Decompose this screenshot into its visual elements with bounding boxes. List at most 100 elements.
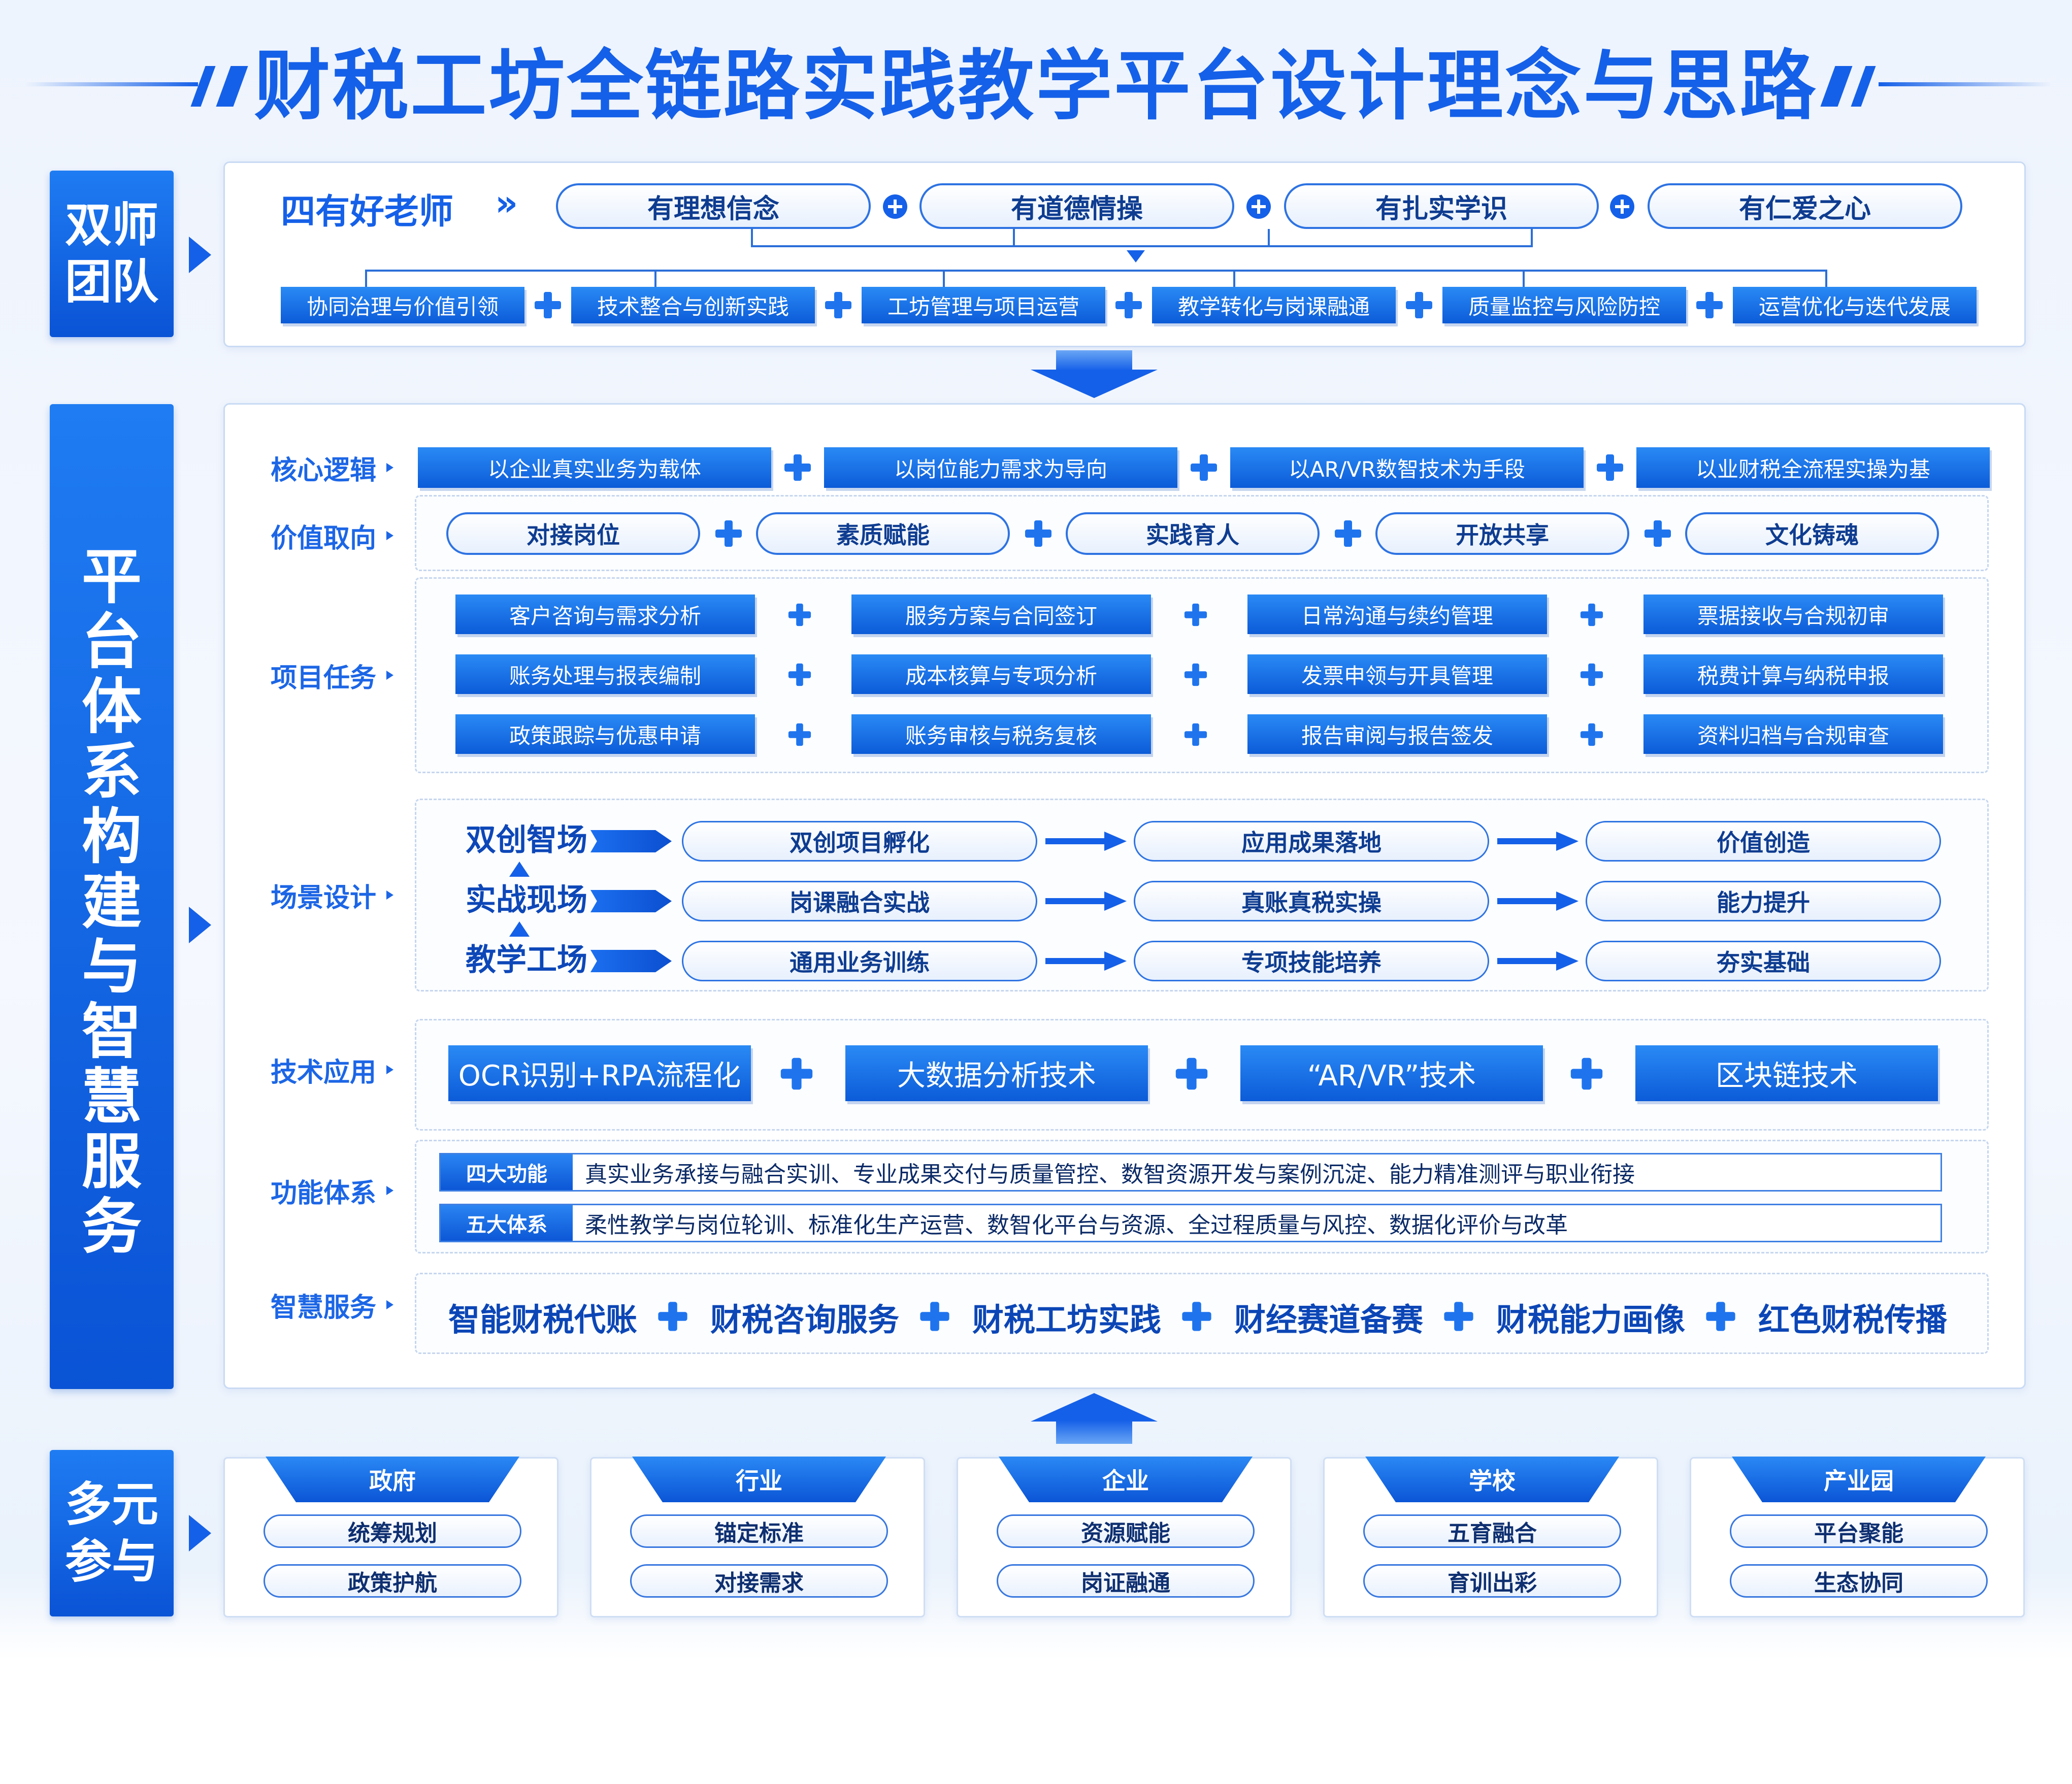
scene-step-pill: 通用业务训练 [682, 941, 1037, 981]
stakeholder-header: 企业 [999, 1457, 1253, 1502]
scene-step-pill: 专项技能培养 [1134, 941, 1489, 981]
smart-service-item: 财税咨询服务 [710, 1301, 900, 1338]
connector-line [1268, 229, 1270, 246]
side-char: 建 [81, 867, 142, 937]
stakeholder-card: 企业资源赋能岗证融通 [957, 1457, 1292, 1617]
connector-line [654, 270, 656, 288]
side-label-line2: 参与 [64, 1534, 158, 1589]
scene-step-pill: 应用成果落地 [1134, 821, 1489, 862]
plus-icon [1115, 292, 1142, 318]
core-logic-label-text: 核心逻辑 [271, 455, 377, 486]
plus-icon [784, 454, 811, 481]
scenes-label: 场景设计 [271, 799, 394, 992]
connector-line [1825, 270, 1827, 288]
arrow-right-icon [189, 907, 211, 943]
plus-icon [1184, 603, 1207, 626]
scene-step-pill: 能力提升 [1586, 881, 1941, 921]
side-char: 慧 [81, 1062, 142, 1132]
label-arrow-icon [386, 890, 394, 900]
scenes-label-text: 场景设计 [271, 882, 377, 913]
stakeholder-card: 学校五育融合育训出彩 [1323, 1457, 1658, 1617]
plus-icon [1335, 520, 1361, 547]
plus-icon [1175, 1058, 1208, 1090]
plus-icon [1406, 292, 1432, 318]
up-arrow-icon [509, 862, 530, 877]
stakeholder-item: 政策护航 [264, 1564, 521, 1598]
big-up-arrow-icon [1031, 1393, 1158, 1449]
big-down-arrow-icon [1031, 350, 1158, 401]
plus-icon [1444, 1302, 1473, 1331]
label-arrow-icon [386, 463, 394, 472]
stakeholder-header: 学校 [1365, 1457, 1619, 1502]
task-box: 税费计算与纳税申报 [1643, 654, 1943, 694]
four-good-teacher-heading: 四有好老师 [281, 192, 454, 232]
stakeholder-item: 五育融合 [1363, 1514, 1621, 1548]
scene-name: 双创智场 [466, 822, 587, 858]
core-logic-box: 以AR/VR数智技术为手段 [1230, 447, 1584, 488]
side-label-dual-teacher: 双师 团队 [50, 171, 174, 337]
task-box: 账务处理与报表编制 [455, 654, 755, 694]
competency-box: 教学转化与岗课融通 [1152, 287, 1396, 323]
quality-pill: 有扎实学识 [1284, 183, 1599, 229]
plus-icon [1184, 723, 1207, 746]
stakeholder-item: 统筹规划 [264, 1514, 521, 1548]
side-char: 务 [81, 1192, 142, 1262]
plus-icon [1706, 1302, 1735, 1331]
flow-arrow-icon [1045, 891, 1127, 911]
smart-service-item: 财税能力画像 [1496, 1301, 1686, 1338]
dual-teacher-panel: 四有好老师 » 有理想信念 有道德情操 有扎实学识 有仁爱之心 协同治理与价值引… [223, 161, 2026, 347]
func-row: 五大体系 柔性教学与岗位轮训、标准化生产运营、数智化平台与资源、全过程质量与风控… [439, 1204, 1942, 1242]
value-pill: 文化铸魂 [1685, 512, 1939, 555]
label-arrow-icon [386, 531, 394, 540]
plus-icon [1570, 1058, 1603, 1090]
connector-line [1013, 229, 1015, 246]
func-tag: 五大体系 [441, 1205, 573, 1241]
func-text: 柔性教学与岗位轮训、标准化生产运营、数智化平台与资源、全过程质量与风控、数据化评… [585, 1212, 1568, 1238]
plus-circle-icon [883, 194, 907, 219]
side-char: 系 [81, 737, 142, 807]
flow-arrow-icon [1497, 951, 1578, 971]
plus-icon [780, 1058, 813, 1090]
value-pill: 对接岗位 [446, 512, 700, 555]
plus-icon [920, 1302, 949, 1331]
smart-service-item: 智能财税代账 [448, 1301, 638, 1338]
tech-box: 区块链技术 [1635, 1045, 1938, 1101]
competency-box: 协同治理与价值引领 [281, 287, 524, 323]
value-label: 价值取向 [271, 495, 394, 576]
value-pill: 实践育人 [1066, 512, 1320, 555]
stakeholder-item: 岗证融通 [997, 1564, 1255, 1598]
platform-panel: 核心逻辑 以企业真实业务为载体 以岗位能力需求为导向 以AR/VR数智技术为手段… [223, 403, 2026, 1389]
connector-line [1523, 270, 1525, 288]
connector-line [751, 229, 753, 246]
core-logic-box: 以岗位能力需求为导向 [824, 447, 1177, 488]
side-char: 构 [81, 802, 142, 872]
task-box: 票据接收与合规初审 [1643, 594, 1943, 634]
task-box: 账务审核与税务复核 [851, 714, 1151, 754]
plus-icon [535, 292, 561, 318]
plus-icon [1191, 454, 1217, 481]
stakeholder-card: 政府统筹规划政策护航 [223, 1457, 558, 1617]
smart-service-item: 财经赛道备赛 [1234, 1301, 1424, 1338]
plus-icon [1580, 603, 1603, 626]
smart-label: 智慧服务 [271, 1267, 394, 1343]
plus-icon [1645, 520, 1671, 547]
up-arrow-icon [509, 921, 530, 937]
scene-chevron-icon [590, 890, 672, 912]
value-pill: 素质赋能 [756, 512, 1010, 555]
task-box: 日常沟通与续约管理 [1247, 594, 1547, 634]
stakeholder-item: 育训出彩 [1363, 1564, 1621, 1598]
scene-step-pill: 双创项目孵化 [682, 821, 1037, 862]
quality-pill: 有仁爱之心 [1648, 183, 1962, 229]
plus-icon [1696, 292, 1723, 318]
task-box: 发票申领与开具管理 [1247, 654, 1547, 694]
side-char: 智 [81, 997, 142, 1067]
tech-box: 大数据分析技术 [845, 1045, 1148, 1101]
stakeholder-card: 产业园平台聚能生态协同 [1690, 1457, 2025, 1617]
value-pill: 开放共享 [1375, 512, 1629, 555]
competency-box: 质量监控与风险防控 [1442, 287, 1686, 323]
tech-label: 技术应用 [271, 1019, 394, 1120]
label-arrow-icon [386, 1065, 394, 1074]
plus-icon [715, 520, 742, 547]
task-box: 政策跟踪与优惠申请 [455, 714, 755, 754]
plus-icon [1025, 520, 1051, 547]
